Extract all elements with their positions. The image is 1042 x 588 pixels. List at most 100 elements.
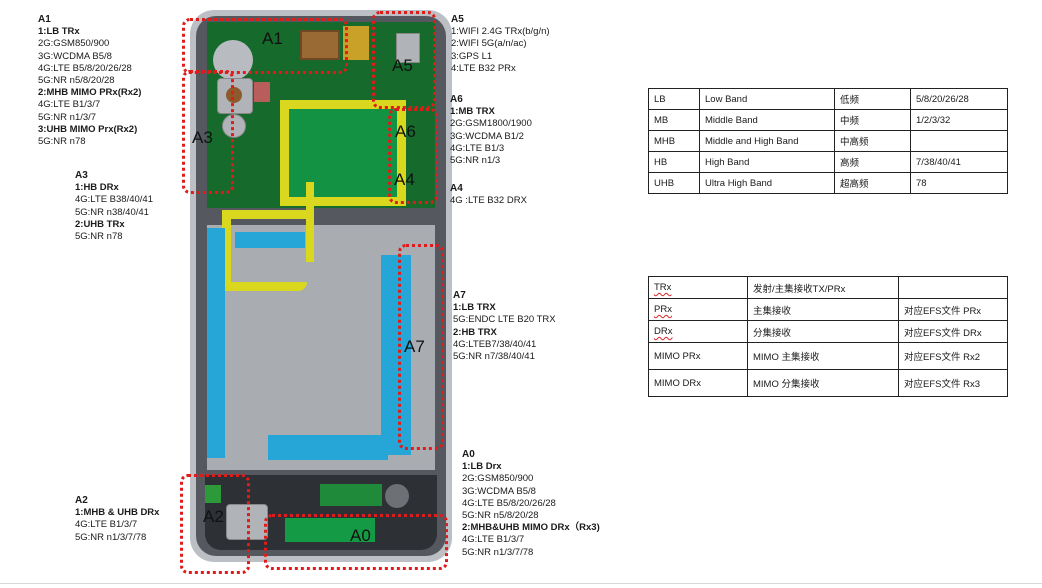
table-cell: LB xyxy=(648,88,700,110)
zone-a0-box xyxy=(264,514,448,570)
table-cell: 1/2/3/32 xyxy=(910,109,1008,131)
table-row: MIMO DRx MIMO 分集接收 对应EFS文件 Rx3 xyxy=(648,369,1008,397)
table-cell: 对应EFS文件 PRx xyxy=(898,298,1008,321)
note-line: 5G:NR n1/3 xyxy=(450,155,501,167)
table-cell: 78 xyxy=(910,172,1008,194)
note-line: 4G:LTEB7/38/40/41 xyxy=(453,338,537,350)
table-cell: 高频 xyxy=(834,151,911,173)
table-cell xyxy=(910,130,1008,152)
table-cell: Ultra High Band xyxy=(699,172,835,194)
note-a7-head: A7 xyxy=(453,290,466,301)
bottom-divider xyxy=(0,583,1042,584)
table-cell: 7/38/40/41 xyxy=(910,151,1008,173)
zone-a0-label: A0 xyxy=(350,526,371,545)
zone-a5-label: A5 xyxy=(392,56,413,75)
table-cell: HB xyxy=(648,151,700,173)
table-row: PRx 主集接收 对应EFS文件 PRx xyxy=(648,298,1008,321)
note-line: 2G:GSM850/900 xyxy=(462,473,534,485)
table-cell: 对应EFS文件 DRx xyxy=(898,320,1008,343)
table-row: HB High Band 高频 7/38/40/41 xyxy=(648,151,1008,173)
zone-a2-box xyxy=(180,474,250,574)
table-cell: 中高频 xyxy=(834,130,911,152)
note-a0-title1: 1:LB Drx xyxy=(462,461,502,473)
note-line: 2:WIFI 5G(a/n/ac) xyxy=(451,38,527,50)
table-cell: TRx xyxy=(654,282,672,293)
note-line: 2G:GSM1800/1900 xyxy=(450,118,532,130)
note-a7-title2: 2:HB TRX xyxy=(453,326,497,338)
note-line: 5G:ENDC LTE B20 TRX xyxy=(453,314,556,326)
table-cell: MIMO 主集接收 xyxy=(747,342,899,370)
note-a1-title2: 2:MHB MIMO PRx(Rx2) xyxy=(38,87,142,99)
zone-a1-label: A1 xyxy=(262,29,283,48)
note-a4-head: A4 xyxy=(450,183,463,194)
rf-connector xyxy=(222,114,246,138)
table-row: MHB Middle and High Band 中高频 xyxy=(648,130,1008,152)
note-a6: A6 1:MB TRX 2G:GSM1800/1900 3G:WCDMA B1/… xyxy=(450,94,532,167)
table-row: MB Middle Band 中频 1/2/3/32 xyxy=(648,109,1008,131)
spring-contact xyxy=(205,485,221,503)
zone-a7-box xyxy=(398,244,444,450)
note-line: 5G:NR n5/8/20/28 xyxy=(462,510,539,522)
note-line: 3:GPS L1 xyxy=(451,50,493,62)
note-line: 5G:NR n1/3/7 xyxy=(38,111,97,123)
table-row: TRx 发射/主集接收TX/PRx xyxy=(648,276,1008,299)
table-cell xyxy=(898,276,1008,299)
note-line: 3G:WCDMA B1/2 xyxy=(450,130,524,142)
note-a3-head: A3 xyxy=(75,170,88,181)
note-a2: A2 1:MHB & UHB DRx 4G:LTE B1/3/7 5G:NR n… xyxy=(75,495,159,544)
note-line: 4G:LTE B1/3 xyxy=(450,142,505,154)
zone-a6-a4-box xyxy=(388,108,438,204)
connector xyxy=(300,30,340,60)
table-cell: 超高频 xyxy=(834,172,911,194)
note-line: 5G:NR n1/3/7/78 xyxy=(75,531,147,543)
note-line: 5G:NR n7/38/40/41 xyxy=(453,351,535,363)
note-a7: A7 1:LB TRX 5G:ENDC LTE B20 TRX 2:HB TRX… xyxy=(453,290,556,363)
table-cell: PRx xyxy=(654,304,672,315)
foam-right xyxy=(381,255,411,455)
note-a6-head: A6 xyxy=(450,94,463,105)
note-a3-title1: 1:HB DRx xyxy=(75,182,119,194)
foam-left xyxy=(207,228,225,458)
note-a5: A5 1:WIFI 2.4G TRx(b/g/n) 2:WIFI 5G(a/n/… xyxy=(451,14,550,75)
note-a2-head: A2 xyxy=(75,495,88,506)
table-cell: MB xyxy=(648,109,700,131)
antenna-flex xyxy=(222,210,314,219)
note-line: 3G:WCDMA B5/8 xyxy=(462,485,536,497)
note-line: 5G:NR n78 xyxy=(38,136,86,148)
note-line: 4G:LTE B5/8/20/26/28 xyxy=(462,497,556,509)
zone-a6-label: A6 xyxy=(395,122,416,141)
table-row: MIMO PRx MIMO 主集接收 对应EFS文件 Rx2 xyxy=(648,342,1008,370)
small-chip xyxy=(254,82,270,102)
note-line: 4G :LTE B32 DRX xyxy=(450,195,527,207)
note-a5-head: A5 xyxy=(451,14,464,25)
table-cell: MHB xyxy=(648,130,700,152)
zone-a3-box xyxy=(182,70,234,194)
zone-a5-box xyxy=(372,11,436,109)
antenna-flex xyxy=(222,282,307,291)
speaker xyxy=(385,484,409,508)
foam-top xyxy=(235,232,305,248)
note-line: 3G:WCDMA B5/8 xyxy=(38,50,112,62)
shield-can xyxy=(396,33,420,63)
antenna-flex xyxy=(306,182,314,262)
zone-a7-label: A7 xyxy=(404,337,425,356)
zone-a4-label: A4 xyxy=(394,170,415,189)
band-table: LB Low Band 低频 5/8/20/26/28 MB Middle Ba… xyxy=(648,88,1008,194)
antenna-flex xyxy=(222,210,231,290)
table-cell: 低频 xyxy=(834,88,911,110)
table-cell: UHB xyxy=(648,172,700,194)
table-row: UHB Ultra High Band 超高频 78 xyxy=(648,172,1008,194)
note-line: 5G:NR n5/8/20/28 xyxy=(38,75,115,87)
note-a3: A3 1:HB DRx 4G:LTE B38/40/41 5G:NR n38/4… xyxy=(75,170,153,243)
battery xyxy=(280,100,406,206)
note-a1: A1 1:LB TRx 2G:GSM850/900 3G:WCDMA B5/8 … xyxy=(38,14,141,148)
table-cell: MIMO DRx xyxy=(648,369,748,397)
table-cell: 主集接收 xyxy=(747,298,899,321)
antenna-contact xyxy=(285,518,375,542)
table-cell: 对应EFS文件 Rx2 xyxy=(898,342,1008,370)
table-row: LB Low Band 低频 5/8/20/26/28 xyxy=(648,88,1008,110)
note-line: 1:WIFI 2.4G TRx(b/g/n) xyxy=(451,26,550,38)
note-line: 5G:NR n38/40/41 xyxy=(75,206,149,218)
zone-a3-label: A3 xyxy=(192,128,213,147)
note-line: 4G:LTE B38/40/41 xyxy=(75,194,153,206)
